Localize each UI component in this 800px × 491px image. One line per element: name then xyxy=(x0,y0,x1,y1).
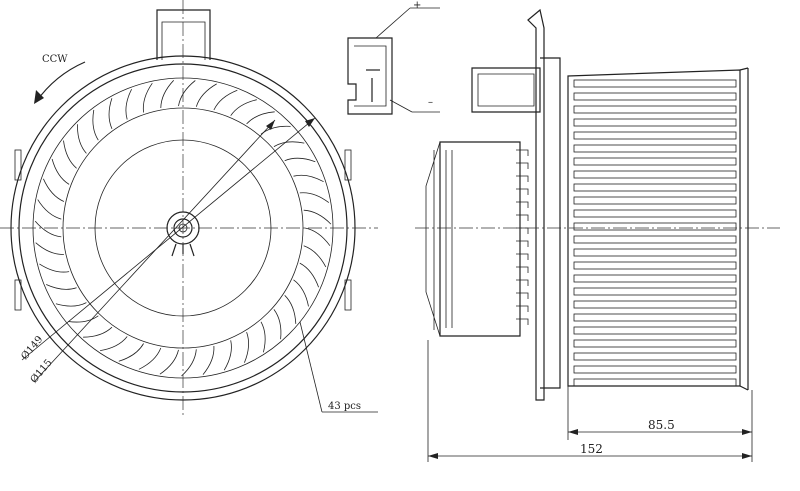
motor-fin xyxy=(516,162,529,169)
side-blade xyxy=(573,144,737,153)
side-blade xyxy=(573,183,737,192)
side-blades xyxy=(573,79,737,387)
motor-fin xyxy=(516,253,529,260)
fan-blade xyxy=(230,99,257,116)
motor-fin xyxy=(516,188,529,195)
fan-blade xyxy=(118,343,144,362)
side-blade xyxy=(573,274,737,283)
motor-fin xyxy=(516,279,529,286)
rotation-arrow xyxy=(35,61,86,103)
side-blade xyxy=(573,287,737,296)
side-blade xyxy=(573,79,737,88)
side-blade xyxy=(573,352,737,361)
fan-blade xyxy=(260,321,266,353)
connector: + – xyxy=(347,0,440,115)
side-blade xyxy=(573,339,737,348)
fan-blade xyxy=(293,174,324,183)
fan-blade xyxy=(223,340,232,371)
fan-blade xyxy=(142,82,153,113)
side-blade xyxy=(573,118,737,127)
axial-length-dimension: 85.5 xyxy=(648,418,675,432)
fan-blade xyxy=(159,349,179,375)
motor-fin xyxy=(516,240,529,247)
plus-terminal-label: + xyxy=(413,0,421,11)
fan-blade xyxy=(160,80,174,109)
fan-blade xyxy=(92,109,99,141)
fan-blade xyxy=(100,336,128,351)
side-blade xyxy=(573,326,737,335)
fan-blade xyxy=(63,140,77,169)
fan-blade xyxy=(181,349,197,377)
side-blade xyxy=(573,248,737,257)
side-view: 85.5 152 xyxy=(415,8,780,462)
fan-blade xyxy=(244,331,249,363)
fan-blade xyxy=(303,245,327,268)
motor-fin xyxy=(516,266,529,273)
fan-blade xyxy=(46,284,77,290)
side-blade xyxy=(573,131,737,140)
side-blade xyxy=(573,378,737,387)
motor-fin xyxy=(516,318,529,325)
fan-blade xyxy=(195,83,217,107)
fan-blade xyxy=(299,192,330,203)
overall-length-dimension: 152 xyxy=(580,442,603,456)
fan-blade xyxy=(303,209,332,225)
fan-blade xyxy=(68,315,99,323)
fan-blade xyxy=(202,345,215,375)
fan-blade xyxy=(178,80,196,107)
fan-blade xyxy=(108,98,113,129)
fan-blade xyxy=(83,326,113,338)
inner-diameter-label: Ø115 xyxy=(29,358,55,386)
motor-fin xyxy=(516,214,529,221)
fan-blade xyxy=(304,227,331,246)
fan-blade xyxy=(284,295,297,324)
side-blade xyxy=(573,157,737,166)
fan-blade xyxy=(138,347,162,370)
fan-blade xyxy=(35,242,64,255)
fan-blade xyxy=(284,157,316,163)
motor-fin xyxy=(516,292,529,299)
outer-diameter-label: Ø149 xyxy=(19,334,45,362)
fan-blade xyxy=(37,199,62,220)
fan-blade xyxy=(125,89,132,120)
motor-fin xyxy=(516,175,529,182)
minus-terminal-label: – xyxy=(428,97,433,108)
fan-blade xyxy=(293,279,309,307)
rotation-label: CCW xyxy=(42,54,68,65)
side-blade xyxy=(573,235,737,244)
fan-blade xyxy=(273,309,282,340)
side-blade xyxy=(573,196,737,205)
motor-fin xyxy=(516,227,529,234)
motor-fin xyxy=(516,305,529,312)
fan-blade xyxy=(246,111,275,125)
fan-blade xyxy=(213,89,238,111)
fan-blade xyxy=(273,141,305,147)
side-blade xyxy=(573,261,737,270)
side-blade xyxy=(573,222,737,231)
fan-blade xyxy=(51,158,70,185)
side-blade xyxy=(573,92,737,101)
blade-count-label: 43 pcs xyxy=(328,401,361,412)
side-blade xyxy=(573,300,737,309)
motor-fin xyxy=(516,149,529,156)
motor-fins xyxy=(516,149,529,325)
fan-blade xyxy=(43,178,65,202)
fan-blades xyxy=(34,80,332,377)
fan-blade xyxy=(299,262,319,288)
front-view: CCW Ø149 Ø115 43 pcs xyxy=(0,0,378,415)
side-blade xyxy=(573,313,737,322)
side-blade xyxy=(573,170,737,179)
side-blade xyxy=(573,209,737,218)
side-blade xyxy=(573,365,737,374)
fan-blade xyxy=(55,302,87,307)
fan-blade xyxy=(34,220,62,238)
fan-blade xyxy=(39,263,70,273)
motor-fin xyxy=(516,201,529,208)
side-blade xyxy=(573,105,737,114)
fan-blade xyxy=(77,124,87,154)
